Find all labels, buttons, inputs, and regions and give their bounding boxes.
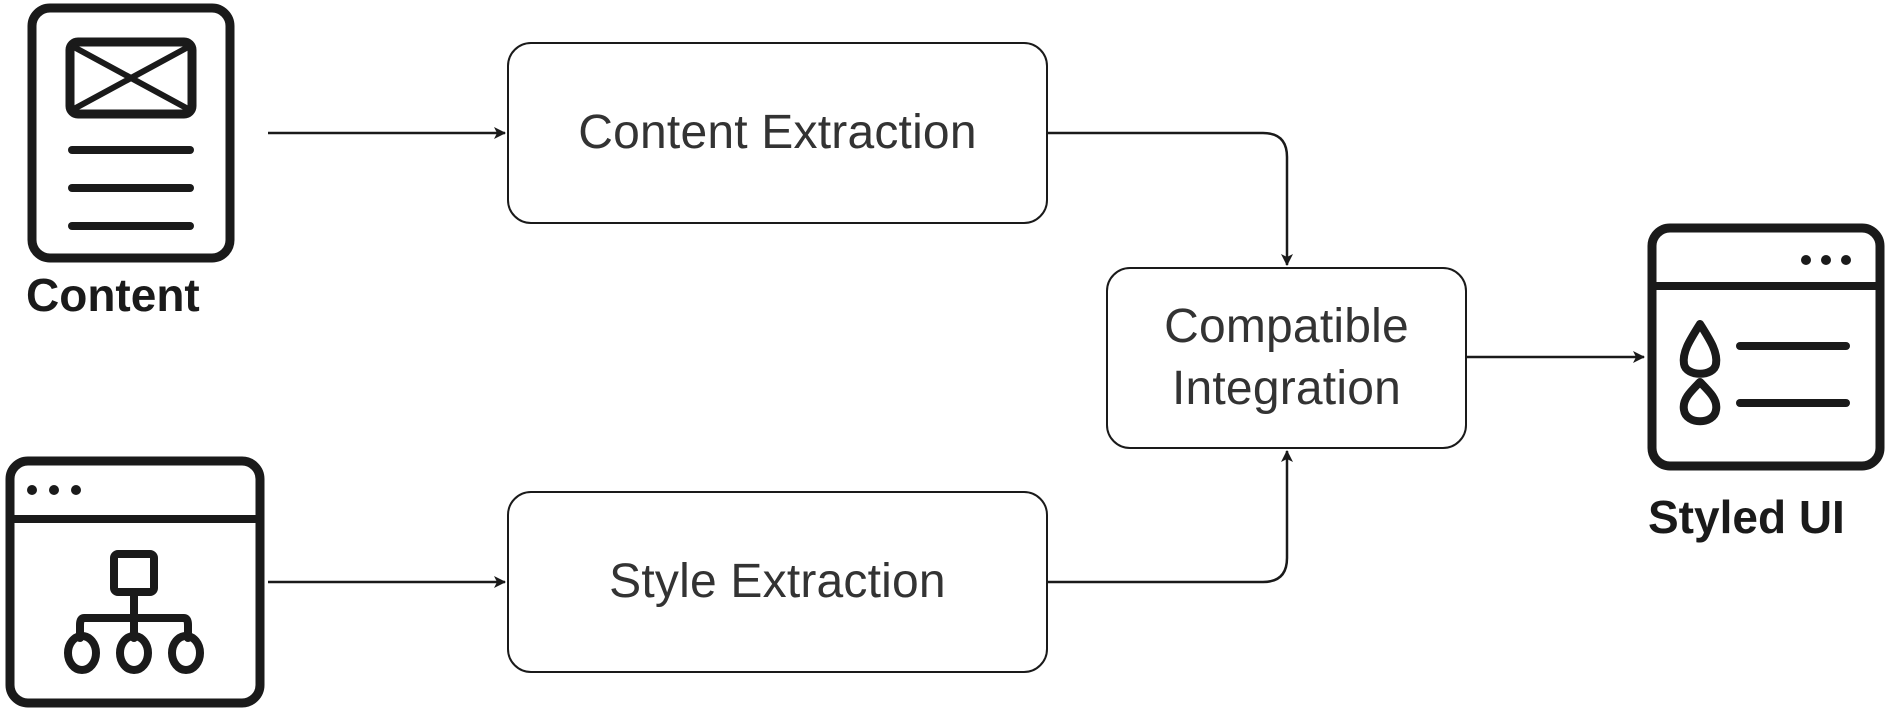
browser-list-icon <box>1647 223 1885 471</box>
edge-content-extraction-to-integration <box>1048 131 1293 266</box>
browser-sitemap-icon <box>5 456 265 708</box>
style-extraction-node: Style Extraction <box>507 491 1048 673</box>
integration-label-line-1: Compatible <box>1164 299 1409 353</box>
style-extraction-label: Style Extraction <box>609 554 946 608</box>
integration-label-line-2: Integration <box>1171 362 1401 415</box>
document-icon <box>27 3 235 263</box>
content-caption: Content <box>26 269 200 321</box>
content-extraction-label: Content Extraction <box>578 105 977 159</box>
edge-style-extraction-to-integration <box>1048 450 1293 584</box>
compatible-integration-node: Compatible Integration <box>1106 267 1467 449</box>
content-extraction-node: Content Extraction <box>507 42 1048 224</box>
styled-ui-caption: Styled UI <box>1648 491 1845 543</box>
